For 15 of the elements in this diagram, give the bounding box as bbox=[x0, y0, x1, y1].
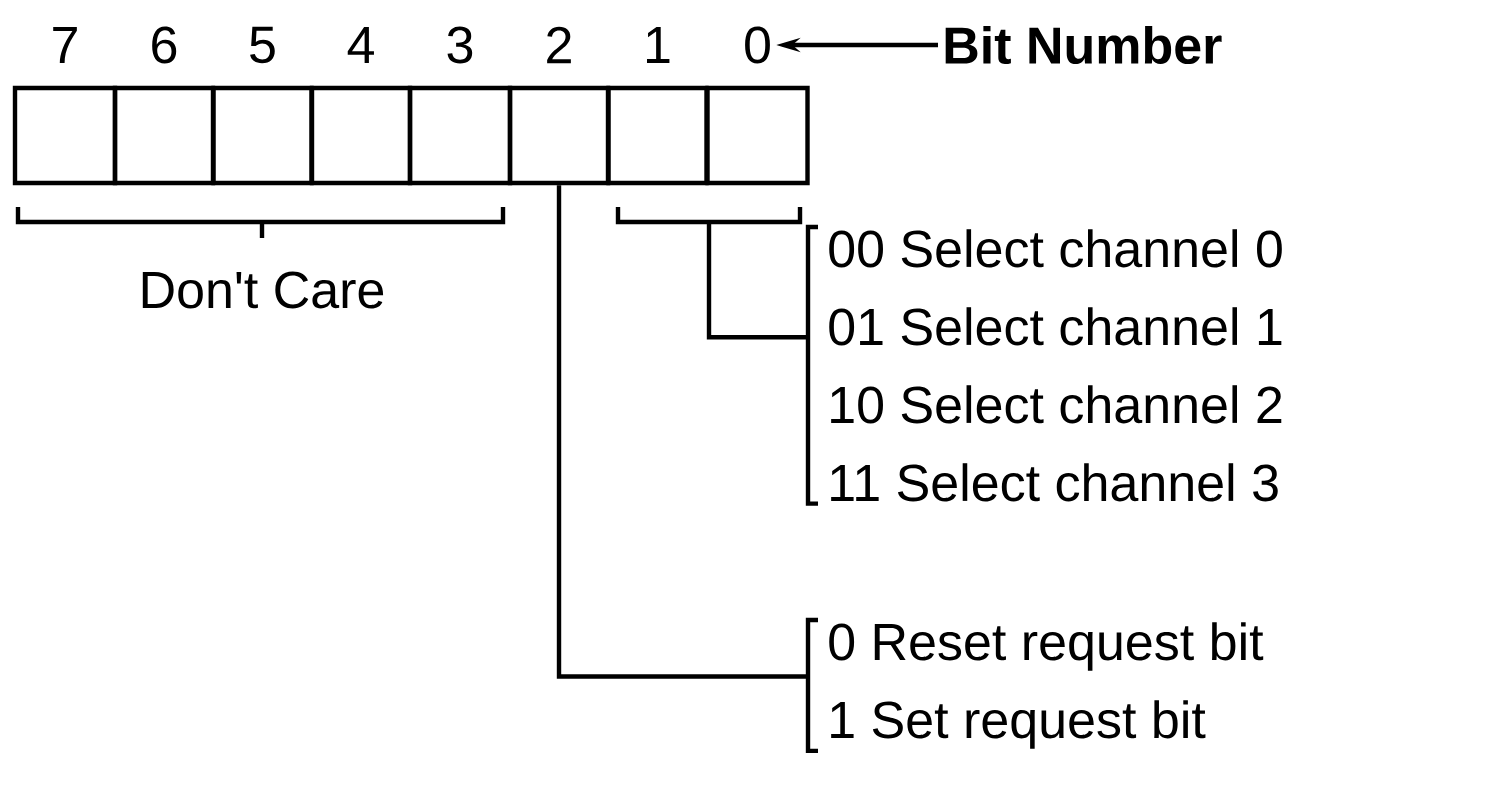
connector-line bbox=[706, 222, 808, 340]
bit-number: 3 bbox=[447, 26, 473, 64]
bit-number: 1 bbox=[647, 27, 670, 63]
bit-number: 5 bbox=[250, 26, 275, 64]
bit-number: 0 bbox=[745, 26, 770, 64]
connector-line bbox=[556, 185, 808, 679]
bit-number: 7 bbox=[53, 27, 77, 63]
bit-number: 2 bbox=[547, 26, 571, 64]
bit-number: 4 bbox=[347, 27, 374, 63]
option-list: 0 Reset request bit 1 Set request bit bbox=[829, 622, 1264, 749]
bracket-label: Don't Care bbox=[142, 271, 384, 309]
bit-number: 6 bbox=[152, 26, 177, 64]
heading: Bit Number bbox=[945, 25, 1222, 65]
bit-cell bbox=[705, 85, 810, 186]
option-list: 00 Select channel 0 01 Select channel 1 10 Select channel 2 11 Select channel 3 bbox=[829, 229, 1282, 502]
